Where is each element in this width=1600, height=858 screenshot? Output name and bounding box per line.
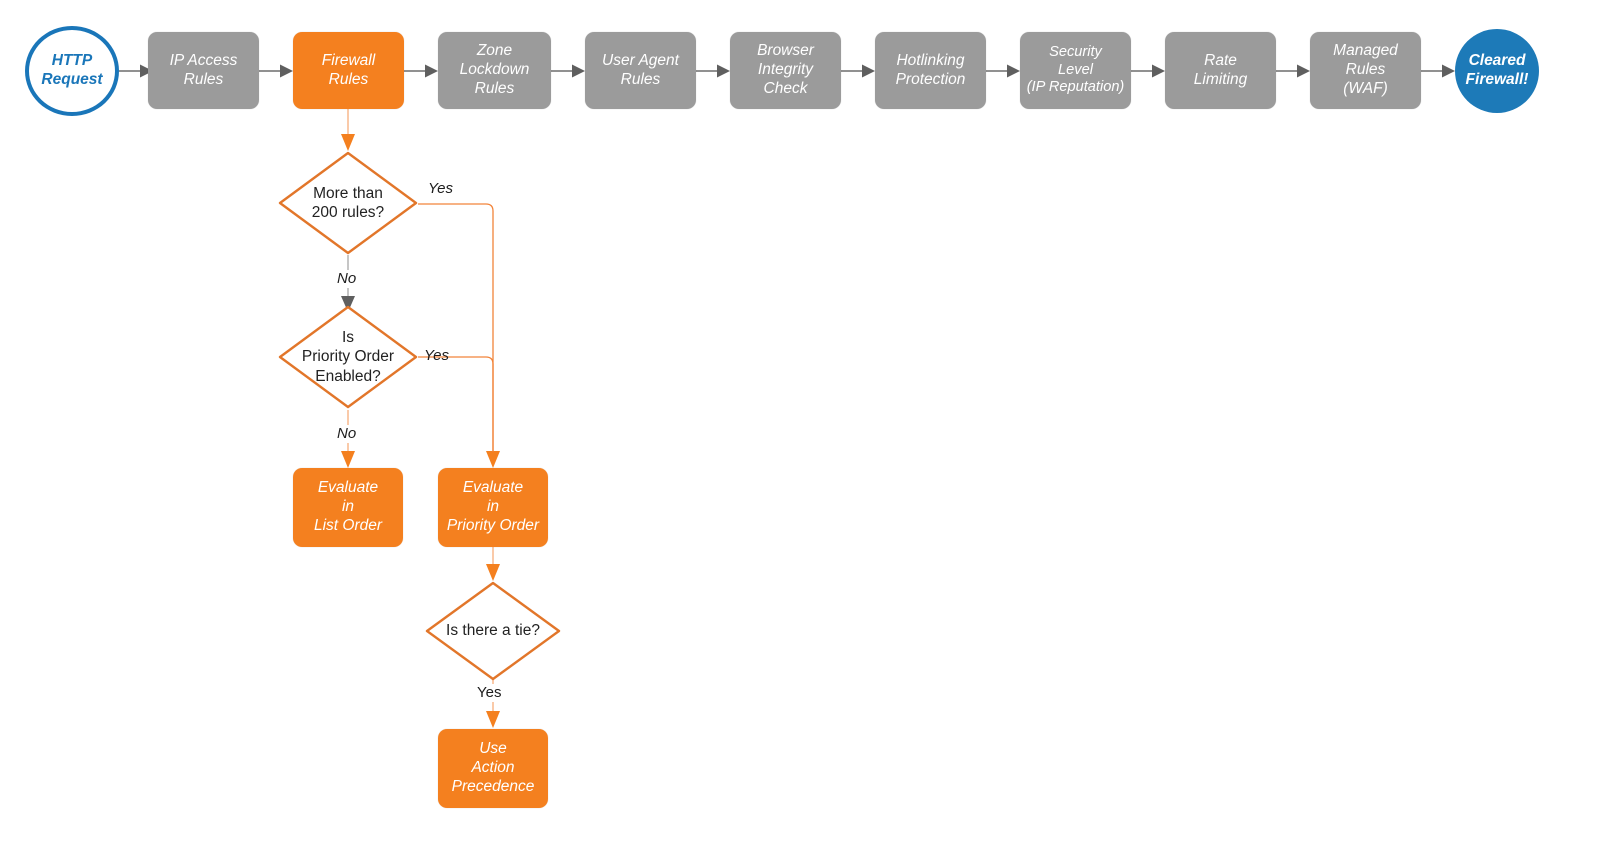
- node-decision-priority-order-enabled[interactable]: Is Priority Order Enabled?: [278, 305, 418, 409]
- edge-firewall-to-decision-200: [341, 109, 355, 151]
- edge-rate-limiting-to-managed-rules: [1276, 64, 1310, 78]
- edge-label-200-yes: Yes: [428, 180, 454, 197]
- decision-200-line2: 200 rules?: [311, 204, 385, 221]
- diamond-shape-200-rules: [278, 151, 418, 255]
- node-managed-rules-waf[interactable]: Managed Rules (WAF): [1310, 32, 1421, 109]
- zone-lockdown-line2: Lockdown: [459, 61, 530, 79]
- list-order-line3: List Order: [313, 516, 383, 534]
- edge-browser-integrity-to-hotlinking: [841, 64, 875, 78]
- node-use-action-precedence[interactable]: Use Action Precedence: [438, 729, 548, 808]
- node-http-request[interactable]: HTTP Request: [25, 26, 119, 116]
- diamond-shape-priority-order: [278, 305, 418, 409]
- decision-tie-line1: Is there a tie?: [446, 622, 540, 640]
- node-firewall-rules[interactable]: Firewall Rules: [293, 32, 404, 109]
- browser-integrity-line2: Integrity: [757, 61, 814, 79]
- decision-200-rules-label: More than 200 rules?: [278, 184, 418, 223]
- edge-ip-access-to-firewall: [259, 64, 293, 78]
- edge-managed-rules-to-end: [1421, 64, 1455, 78]
- browser-integrity-line3: Check: [763, 79, 808, 97]
- node-ip-access-rules[interactable]: IP Access Rules: [148, 32, 259, 109]
- node-user-agent-rules[interactable]: User Agent Rules: [585, 32, 696, 109]
- user-agent-line2: Rules: [620, 70, 661, 88]
- edge-hotlinking-to-security-level: [986, 64, 1020, 78]
- browser-integrity-line1: Browser: [757, 42, 814, 60]
- decision-200-line1: More than: [313, 184, 383, 202]
- firewall-rules-line2: Rules: [328, 70, 369, 88]
- http-request-line2: Request: [41, 71, 103, 88]
- list-order-line1: Evaluate: [317, 479, 379, 497]
- cleared-firewall-line2: Firewall!: [1465, 71, 1529, 88]
- action-precedence-line3: Precedence: [451, 777, 535, 795]
- ip-access-rules-line2: Rules: [183, 70, 224, 88]
- decision-tie-label: Is there a tie?: [425, 621, 561, 640]
- edge-zone-lockdown-to-user-agent: [551, 64, 585, 78]
- node-decision-is-there-a-tie[interactable]: Is there a tie?: [425, 581, 561, 681]
- security-level-line1: Security: [1049, 43, 1102, 60]
- node-evaluate-in-list-order[interactable]: Evaluate in List Order: [293, 468, 403, 547]
- managed-rules-line1: Managed: [1333, 42, 1398, 60]
- managed-rules-line2: Rules: [1345, 61, 1386, 79]
- zone-lockdown-line3: Rules: [474, 79, 515, 97]
- node-rate-limiting[interactable]: Rate Limiting: [1165, 32, 1276, 109]
- rate-limiting-line1: Rate: [1204, 51, 1237, 69]
- edge-firewall-to-zone-lockdown: [404, 64, 438, 78]
- cleared-firewall-line1: Cleared: [1468, 52, 1526, 70]
- node-zone-lockdown-rules[interactable]: Zone Lockdown Rules: [438, 32, 551, 109]
- node-cleared-firewall[interactable]: Cleared Firewall!: [1455, 29, 1539, 113]
- edge-priorityorder-box-to-tie: [486, 547, 500, 581]
- decision-priority-line2: Priority Order: [301, 348, 395, 366]
- edge-decision200-yes: [418, 203, 500, 468]
- ip-access-rules-line1: IP Access: [169, 51, 238, 69]
- action-precedence-line1: Use: [479, 740, 507, 758]
- edge-label-tie-yes: Yes: [477, 684, 502, 701]
- list-order-line2: in: [341, 498, 355, 516]
- hotlinking-line1: Hotlinking: [896, 51, 965, 69]
- edge-label-priority-no: No: [337, 425, 357, 442]
- decision-priority-line3: Enabled?: [315, 367, 381, 385]
- priority-order-box-line3: Priority Order: [446, 516, 540, 534]
- http-request-line1: HTTP: [51, 52, 93, 70]
- priority-order-box-line1: Evaluate: [462, 479, 524, 497]
- decision-priority-order-label: Is Priority Order Enabled?: [278, 328, 418, 386]
- node-hotlinking-protection[interactable]: Hotlinking Protection: [875, 32, 986, 109]
- security-level-line3: (IP Reputation): [1026, 79, 1125, 96]
- managed-rules-line3: (WAF): [1343, 79, 1388, 97]
- diamond-shape-is-there-a-tie: [425, 581, 561, 681]
- node-decision-more-than-200-rules[interactable]: More than 200 rules?: [278, 151, 418, 255]
- action-precedence-line2: Action: [471, 759, 515, 777]
- rate-limiting-line2: Limiting: [1193, 70, 1248, 88]
- edge-user-agent-to-browser-integrity: [696, 64, 730, 78]
- zone-lockdown-line1: Zone: [476, 42, 513, 60]
- node-browser-integrity-check[interactable]: Browser Integrity Check: [730, 32, 841, 109]
- edge-label-priority-yes: Yes: [424, 347, 450, 364]
- firewall-rules-line1: Firewall: [321, 51, 376, 69]
- node-security-level[interactable]: Security Level (IP Reputation): [1020, 32, 1131, 109]
- edge-priorityorder-yes: [418, 356, 494, 452]
- user-agent-line1: User Agent: [602, 51, 679, 69]
- priority-order-box-line2: in: [486, 498, 500, 516]
- security-level-line2: Level: [1058, 61, 1093, 78]
- edge-security-level-to-rate-limiting: [1131, 64, 1165, 78]
- edge-label-200-no: No: [337, 270, 357, 287]
- node-evaluate-in-priority-order[interactable]: Evaluate in Priority Order: [438, 468, 548, 547]
- decision-priority-line1: Is: [341, 328, 355, 346]
- hotlinking-line2: Protection: [895, 70, 966, 88]
